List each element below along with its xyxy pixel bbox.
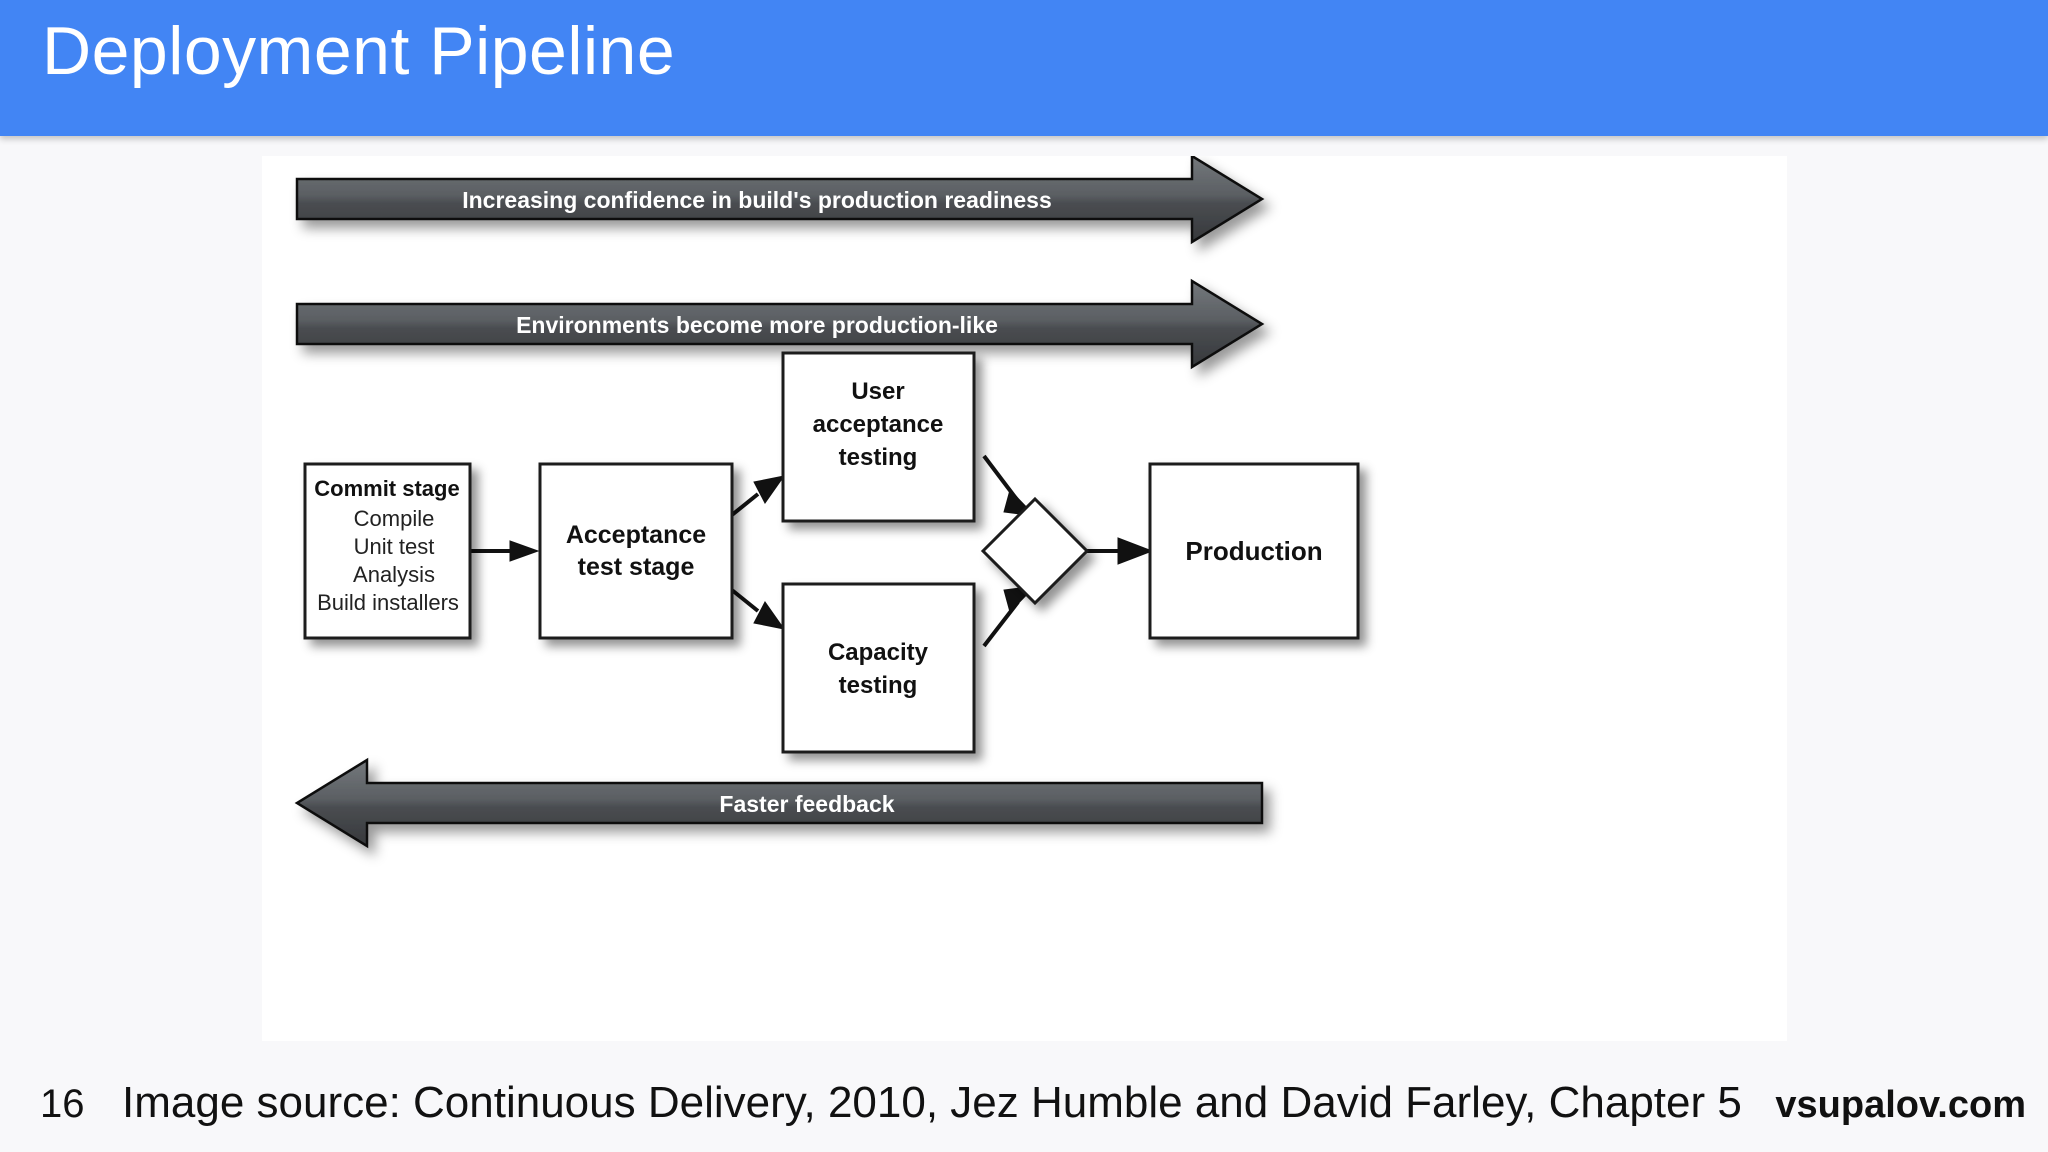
node-merge-gate[interactable] xyxy=(980,496,1090,606)
diagram-canvas: Increasing confidence in build's product… xyxy=(294,156,1360,849)
edge-gate-to-production xyxy=(1086,537,1154,565)
node-commit-stage-item-unit-test: Unit test xyxy=(354,534,435,559)
node-production-label: Production xyxy=(1185,536,1322,566)
deployment-pipeline-diagram: Increasing confidence in build's product… xyxy=(262,156,1787,1041)
page-number: 16 xyxy=(40,1082,85,1126)
node-commit-stage[interactable]: Commit stage Compile Unit test Analysis … xyxy=(303,462,472,640)
node-commit-stage-item-build-installers: Build installers xyxy=(317,590,459,615)
site-watermark: vsupalov.com xyxy=(1775,1084,2026,1126)
edge-commit-to-acceptance xyxy=(468,540,540,562)
node-capacity-testing-line-1: Capacity xyxy=(828,639,929,666)
banner-arrow-environments: Environments become more production-like xyxy=(295,278,1265,370)
node-commit-stage-item-compile: Compile xyxy=(354,506,435,531)
banner-arrow-confidence-label: Increasing confidence in build's product… xyxy=(462,187,1052,213)
node-user-acceptance-testing-line-2: acceptance xyxy=(813,411,944,438)
node-commit-stage-title: Commit stage xyxy=(314,476,459,501)
node-acceptance-test-stage-line-2: test stage xyxy=(578,553,695,581)
node-user-acceptance-testing[interactable]: User acceptance testing xyxy=(781,351,976,523)
node-production[interactable]: Production xyxy=(1148,462,1360,640)
banner-arrow-faster-feedback-label: Faster feedback xyxy=(719,791,894,817)
banner-arrow-environments-label: Environments become more production-like xyxy=(516,312,998,338)
banner-arrow-confidence: Increasing confidence in build's product… xyxy=(295,156,1265,245)
node-capacity-testing-line-2: testing xyxy=(839,672,918,699)
banner-arrow-faster-feedback: Faster feedback xyxy=(294,757,1264,849)
node-user-acceptance-testing-line-3: testing xyxy=(839,444,918,471)
page-title: Deployment Pipeline xyxy=(42,13,676,89)
slide-footer: 16 Image source: Continuous Delivery, 20… xyxy=(0,1052,2048,1152)
source-caption: Image source: Continuous Delivery, 2010,… xyxy=(122,1078,1742,1127)
node-capacity-testing[interactable]: Capacity testing xyxy=(781,582,976,754)
node-commit-stage-item-analysis: Analysis xyxy=(353,562,435,587)
slide-header-bar: Deployment Pipeline xyxy=(0,0,2048,136)
node-user-acceptance-testing-line-1: User xyxy=(851,378,904,405)
node-acceptance-test-stage[interactable]: Acceptance test stage xyxy=(538,462,734,640)
node-acceptance-test-stage-line-1: Acceptance xyxy=(566,521,706,549)
